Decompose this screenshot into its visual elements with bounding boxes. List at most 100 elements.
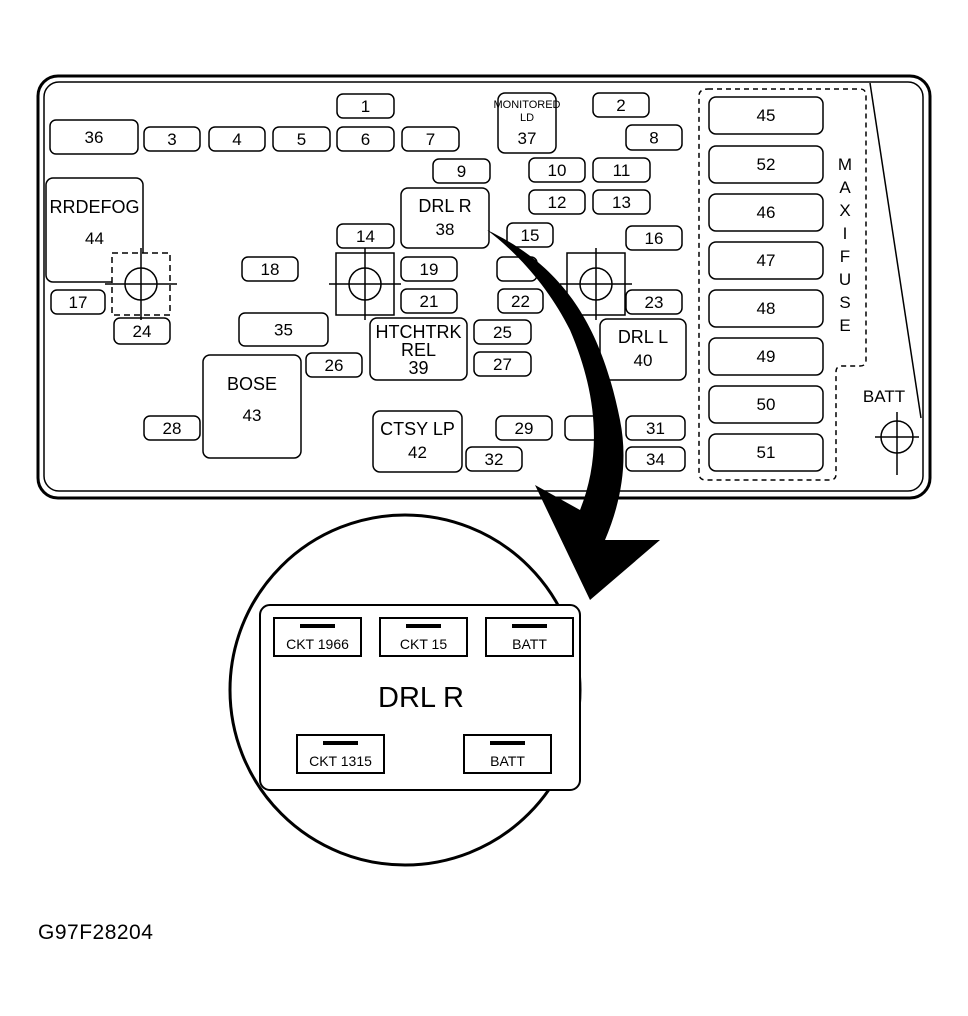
fuse-23: 23 bbox=[625, 289, 683, 315]
fuse-35: 35 bbox=[238, 312, 329, 347]
fuse-label: 15 bbox=[521, 226, 540, 245]
fuse-label: 23 bbox=[645, 293, 664, 312]
relay-40: DRL L 40 bbox=[599, 318, 687, 381]
fuse-label: 27 bbox=[493, 355, 512, 374]
relay-terminal-4: CKT 1315 bbox=[296, 734, 385, 774]
relay-number: 44 bbox=[85, 229, 104, 248]
fuse-label: 11 bbox=[613, 161, 631, 180]
fuse-label: 29 bbox=[515, 419, 534, 438]
maxi-fuse-label: 51 bbox=[757, 443, 776, 462]
maxi-fuse-45: 45 bbox=[708, 96, 824, 135]
fuse-25: 25 bbox=[473, 319, 532, 345]
maxi-fuse-vertical-letter: E bbox=[839, 316, 850, 335]
maxi-fuse-label: 47 bbox=[757, 251, 776, 270]
fuse-label: 35 bbox=[274, 321, 293, 340]
relay-name-line2: LD bbox=[520, 112, 534, 124]
fuse-22: 22 bbox=[497, 288, 544, 314]
fuse-32: 32 bbox=[465, 446, 523, 472]
fuse-8: 8 bbox=[625, 124, 683, 151]
fuse-label: 21 bbox=[420, 292, 439, 311]
terminal-label: BATT bbox=[512, 636, 547, 652]
fuse-label: 9 bbox=[457, 162, 466, 181]
terminal-label: BATT bbox=[490, 753, 525, 769]
terminal-label: CKT 1966 bbox=[286, 636, 349, 652]
fuse-11: 11 bbox=[592, 157, 651, 183]
relay-38: DRL R38 bbox=[400, 187, 490, 249]
fuse-label: 31 bbox=[646, 419, 665, 438]
fuse-12: 12 bbox=[528, 189, 586, 215]
relay-name: BOSE bbox=[227, 374, 277, 394]
detail-title: DRL R bbox=[378, 682, 464, 714]
relay-name: CTSY LP bbox=[380, 419, 455, 439]
fuse-label: 17 bbox=[69, 293, 88, 312]
fuse-label: 28 bbox=[163, 419, 182, 438]
relay-number: 39 bbox=[408, 358, 428, 378]
batt-label: BATT bbox=[863, 387, 905, 406]
relay-number: 42 bbox=[408, 443, 427, 462]
maxi-fuse-label: 52 bbox=[757, 155, 776, 174]
fuse-label: 6 bbox=[361, 130, 370, 149]
maxi-fuse-vertical-letter: X bbox=[839, 201, 850, 220]
fuse-label: 22 bbox=[511, 292, 530, 311]
fuse-5: 5 bbox=[272, 126, 331, 152]
fuse-1: 1 bbox=[336, 93, 395, 119]
fuse-label: 7 bbox=[426, 130, 435, 149]
figure-caption: G97F28204 bbox=[38, 921, 154, 944]
relay-number: 37 bbox=[518, 129, 537, 148]
fuse-label: 8 bbox=[649, 129, 658, 148]
maxi-fuse-50: 50 bbox=[708, 385, 824, 424]
maxi-fuse-52: 52 bbox=[708, 145, 824, 184]
fuse-label: 1 bbox=[361, 97, 370, 116]
fuse-4: 4 bbox=[208, 126, 266, 152]
fuse-36: 36 bbox=[49, 119, 139, 155]
fuse-label: 5 bbox=[297, 130, 306, 149]
fuse-label: 3 bbox=[167, 130, 176, 149]
fuse-34: 34 bbox=[625, 446, 686, 472]
maxi-fuse-48: 48 bbox=[708, 289, 824, 328]
maxi-fuse-vertical-letter: A bbox=[839, 178, 851, 197]
fuse-17: 17 bbox=[50, 289, 106, 315]
maxi-fuse-vertical-letter: F bbox=[840, 247, 850, 266]
relay-name: DRL L bbox=[618, 327, 668, 347]
relay-terminal-1: CKT 1966 bbox=[273, 617, 362, 657]
curved-arrow bbox=[487, 230, 660, 600]
relay-number: 38 bbox=[436, 220, 455, 239]
fuse-label: 26 bbox=[325, 356, 344, 375]
maxi-fuse-label: 48 bbox=[757, 299, 776, 318]
relay-42: CTSY LP 42 bbox=[372, 410, 463, 473]
relay-name-line2: REL bbox=[401, 340, 436, 360]
maxi-fuse-47: 47 bbox=[708, 241, 824, 280]
maxi-fuse-label: 50 bbox=[757, 395, 776, 414]
fuse-label: 10 bbox=[548, 161, 567, 180]
relay-name: HTCHTRK bbox=[376, 322, 462, 342]
terminal-label: CKT 15 bbox=[400, 636, 447, 652]
fuse-29: 29 bbox=[495, 415, 553, 441]
fuse-label: 36 bbox=[85, 128, 104, 147]
relay-terminal-5: BATT bbox=[463, 734, 552, 774]
fuse-label: 13 bbox=[612, 193, 631, 212]
maxi-fuse-vertical-letter: I bbox=[843, 224, 848, 243]
fuse-label: 25 bbox=[493, 323, 512, 342]
fuse-label: 18 bbox=[261, 260, 280, 279]
maxi-fuse-vertical-letter: S bbox=[839, 293, 850, 312]
fuse-label: 24 bbox=[133, 322, 152, 341]
maxi-fuse-label: 45 bbox=[757, 106, 776, 125]
mounting-bolts bbox=[105, 248, 919, 475]
fuse-9: 9 bbox=[432, 158, 491, 184]
maxi-fuse-46: 46 bbox=[708, 193, 824, 232]
fuse-label: 32 bbox=[485, 450, 504, 469]
mounting-bolt-icon bbox=[560, 248, 632, 320]
fuse-label: 14 bbox=[356, 227, 375, 246]
fuse-27: 27 bbox=[473, 351, 532, 377]
fuse-6: 6 bbox=[336, 126, 395, 152]
fuse-24: 24 bbox=[113, 317, 171, 345]
maxi-fuse-vertical-letter: U bbox=[839, 270, 851, 289]
relay-number: 40 bbox=[634, 351, 653, 370]
fuse-16: 16 bbox=[625, 225, 683, 251]
fuse-7: 7 bbox=[401, 126, 460, 152]
terminal-label: CKT 1315 bbox=[309, 753, 372, 769]
